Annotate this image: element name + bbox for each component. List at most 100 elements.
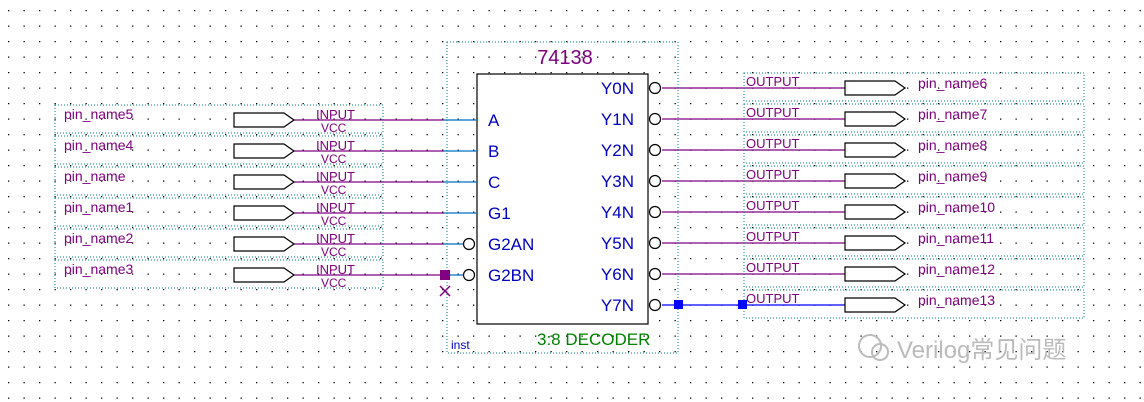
chip-output-label: Y6N <box>601 265 634 284</box>
output-pin-name: pin_name7 <box>918 106 987 122</box>
chip-input-label: G2AN <box>488 235 534 254</box>
selection-markers <box>439 270 747 309</box>
input-pin-frame <box>54 259 384 289</box>
output-pin-type: OUTPUT <box>746 229 800 244</box>
input-pin-name: pin_name5 <box>64 106 133 122</box>
input-pin-frame <box>54 135 384 165</box>
output-pin-symbol <box>844 173 907 189</box>
output-pin-pin_name9[interactable]: OUTPUT pin_name9 <box>743 165 1085 195</box>
input-pin-default: VCC <box>321 276 347 290</box>
chip-inversion-bubble <box>648 112 662 126</box>
chip-inversion-bubble <box>648 298 662 312</box>
decoder-74138[interactable]: 74138 3:8 DECODER inst ABCG1G2ANG2BNY0NY… <box>444 41 679 354</box>
input-pin-type: INPUT <box>316 107 355 122</box>
output-pin-symbol <box>844 266 907 282</box>
output-pin-pin_name8[interactable]: OUTPUT pin_name8 <box>743 134 1085 164</box>
output-pin-type: OUTPUT <box>746 167 800 182</box>
selection-handle <box>738 300 747 309</box>
chip-output-label: Y3N <box>601 172 634 191</box>
input-pin-type: INPUT <box>316 138 355 153</box>
output-pin-symbol <box>844 80 907 96</box>
input-pin-type: INPUT <box>316 262 355 277</box>
watermark: Verilog常见问题 <box>858 334 1066 364</box>
chip-body[interactable] <box>476 73 649 325</box>
chip-inversion-bubble <box>462 268 476 282</box>
output-pin-type: OUTPUT <box>746 291 800 306</box>
input-pin-default: VCC <box>321 152 347 166</box>
chip-title: 74138 <box>537 47 593 69</box>
output-pin-name: pin_name9 <box>918 168 987 184</box>
chip-inversion-bubble <box>648 81 662 95</box>
wechat-icon-small <box>871 343 889 361</box>
input-pin-default: VCC <box>321 121 347 135</box>
output-pin-symbol <box>844 111 907 127</box>
output-pin-name: pin_name10 <box>918 199 995 215</box>
chip-instance-label: inst <box>451 338 470 352</box>
output-pin-name: pin_name11 <box>918 230 994 246</box>
input-pin-name: pin_name <box>64 168 126 184</box>
output-pin-symbol <box>844 235 907 251</box>
chip-input-label: G1 <box>488 204 511 223</box>
input-pin-frame <box>54 197 384 227</box>
output-pin-frame <box>743 227 1085 257</box>
output-pin-type: OUTPUT <box>746 198 800 213</box>
output-pin-frame <box>743 165 1085 195</box>
output-pin-symbol <box>844 297 907 313</box>
output-pin-type: OUTPUT <box>746 136 800 151</box>
chip-input-label: C <box>488 173 500 192</box>
output-pin-frame <box>743 258 1085 288</box>
chip-inversion-bubble <box>648 205 662 219</box>
input-pin-default: VCC <box>321 245 347 259</box>
output-pin-type: OUTPUT <box>746 260 800 275</box>
chip-input-label: G2BN <box>488 266 534 285</box>
chip-inversion-bubble <box>648 236 662 250</box>
output-pin-symbol <box>844 142 907 158</box>
watermark-text: Verilog常见问题 <box>897 337 1066 364</box>
output-pin-frame <box>743 289 1085 319</box>
input-pin-symbol <box>233 174 296 190</box>
input-pin-name: pin_name1 <box>64 199 133 215</box>
input-pin-symbol <box>233 236 296 252</box>
output-pin-name: pin_name6 <box>918 75 987 91</box>
output-pin-pin_name10[interactable]: OUTPUT pin_name10 <box>743 196 1085 226</box>
input-pin-name: pin_name2 <box>64 230 133 246</box>
input-pin-default: VCC <box>321 214 347 228</box>
chip-output-label: Y5N <box>601 234 634 253</box>
chip-inversion-bubble <box>648 143 662 157</box>
chip-inversion-bubble <box>462 237 476 251</box>
output-pin-symbol <box>844 204 907 220</box>
wechat-icon <box>858 334 882 358</box>
chip-input-label: A <box>488 111 500 130</box>
input-pin-frame <box>54 228 384 258</box>
input-pin-name: pin_name3 <box>64 261 133 277</box>
chip-selection-frame <box>446 41 679 354</box>
chip-output-label: Y4N <box>601 203 634 222</box>
chip-inversion-bubble <box>648 174 662 188</box>
input-pin-type: INPUT <box>316 169 355 184</box>
output-pin-name: pin_name8 <box>918 137 987 153</box>
output-pin-frame <box>743 103 1085 133</box>
input-pin-symbol <box>233 205 296 221</box>
input-pin-symbol <box>233 143 296 159</box>
input-pin-default: VCC <box>321 183 347 197</box>
chip-output-label: Y1N <box>601 110 634 129</box>
chip-inversion-bubble <box>648 267 662 281</box>
output-pin-pin_name7[interactable]: OUTPUT pin_name7 <box>743 103 1085 133</box>
chip-output-label: Y0N <box>601 79 634 98</box>
output-pin-pin_name11[interactable]: OUTPUT pin_name11 <box>743 227 1085 257</box>
output-pin-type: OUTPUT <box>746 105 800 120</box>
input-pin-name: pin_name4 <box>64 137 133 153</box>
